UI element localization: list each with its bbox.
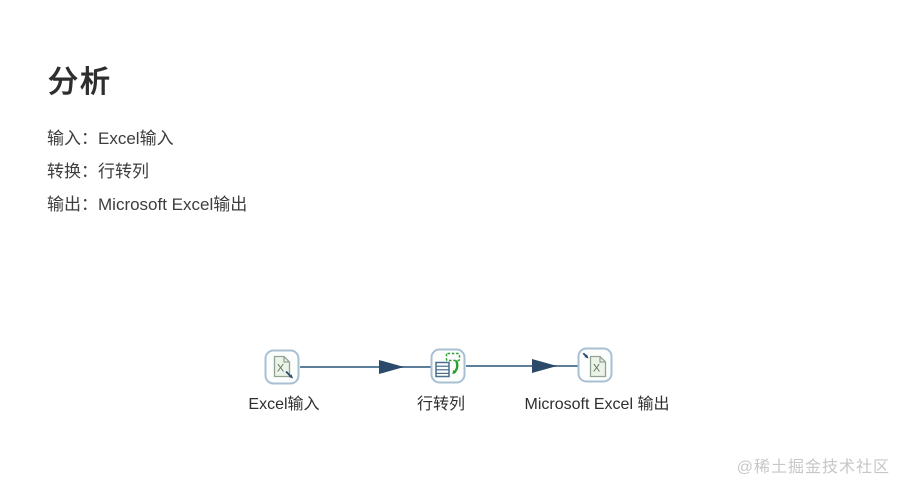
analysis-line-transform: 转换：行转列 [47, 162, 149, 181]
excel-output-icon: X [577, 347, 613, 383]
watermark: @稀土掘金技术社区 [736, 459, 890, 476]
arrowhead-icon [379, 360, 404, 374]
analysis-text-block: 输入：Excel输入 转换：行转列 输出：Microsoft Excel输出 [47, 129, 247, 228]
flow-node-label-excel-output: Microsoft Excel 输出 [524, 396, 670, 413]
page-title: 分析 [48, 66, 112, 99]
excel-input-icon: X [264, 349, 300, 385]
analysis-line-output: 输出：Microsoft Excel输出 [47, 195, 248, 214]
analysis-line-input: 输入：Excel输入 [47, 129, 174, 148]
svg-text:X: X [277, 363, 285, 375]
flow-node-row-to-column[interactable] [430, 348, 466, 384]
flow-node-label-excel-input: Excel输入 [248, 396, 320, 413]
row-to-column-icon [430, 348, 466, 384]
arrowhead-icon [532, 359, 557, 373]
svg-text:X: X [593, 363, 601, 375]
flow-node-label-row-to-column: 行转列 [416, 396, 466, 413]
flow-node-excel-output[interactable]: X [577, 347, 613, 383]
flow-node-excel-input[interactable]: X [264, 349, 300, 385]
